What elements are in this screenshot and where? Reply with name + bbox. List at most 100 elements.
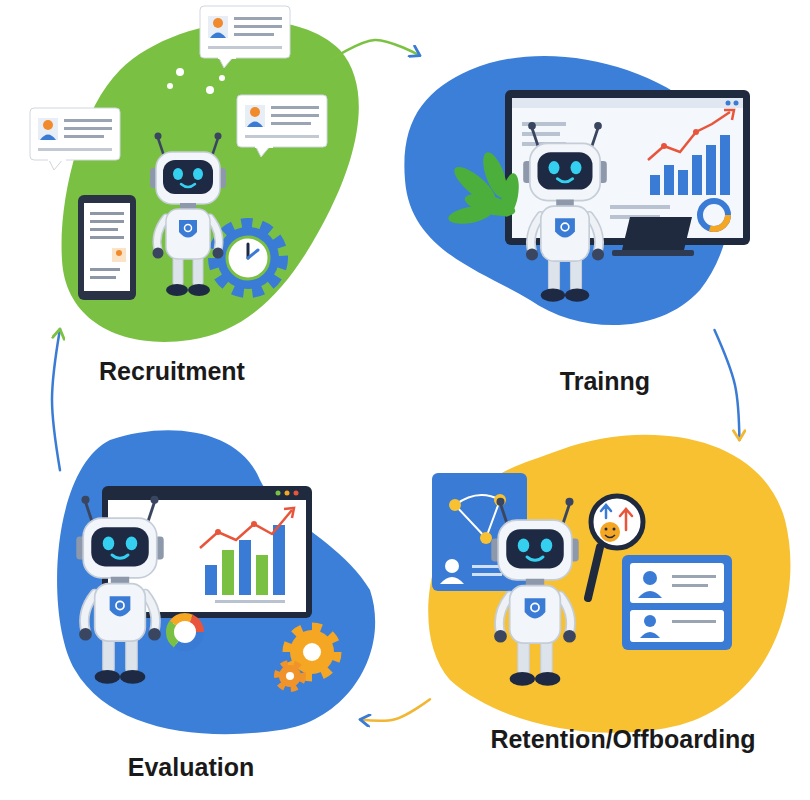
training-scene xyxy=(678,170,688,195)
evaluation-scene xyxy=(251,521,257,527)
recruitment-scene xyxy=(167,83,173,89)
training-scene xyxy=(498,172,521,218)
evaluation-scene xyxy=(170,617,200,647)
recruitment-scene xyxy=(30,108,120,170)
retention-scene xyxy=(600,522,620,542)
evaluation-scene xyxy=(256,555,268,595)
training-scene xyxy=(700,201,728,229)
recruitment-scene xyxy=(206,86,214,94)
recruitment-scene xyxy=(90,220,124,223)
evaluation-scene xyxy=(57,430,375,734)
training-scene xyxy=(522,132,560,136)
retention-scene xyxy=(605,528,608,531)
evaluation-scene xyxy=(170,617,200,647)
training-scene xyxy=(650,175,660,195)
recruitment-scene xyxy=(30,6,359,342)
evaluation-scene xyxy=(276,491,281,496)
evaluation-scene xyxy=(170,617,200,647)
training-scene xyxy=(447,149,522,226)
cycle-arrow xyxy=(330,40,420,60)
evaluation-scene xyxy=(286,672,294,680)
evaluation-scene xyxy=(215,529,221,535)
retention-scene xyxy=(445,559,459,573)
retention-scene xyxy=(601,505,611,518)
training-scene xyxy=(612,250,694,256)
retention-scene xyxy=(472,573,502,576)
training-scene xyxy=(720,135,730,195)
evaluation-scene xyxy=(279,665,301,687)
retention-scene xyxy=(672,575,716,578)
evaluation-scene xyxy=(277,663,303,689)
retention-scene xyxy=(428,435,790,733)
training-scene xyxy=(706,145,716,195)
retention-scene xyxy=(455,495,500,538)
retention-scene xyxy=(480,532,492,544)
recruitment-scene xyxy=(176,68,184,76)
retention-scene xyxy=(622,555,732,650)
evaluation-scene xyxy=(170,617,200,647)
stage-label: Recruitment xyxy=(99,356,245,386)
evaluation-scene xyxy=(215,600,285,603)
retention-scene xyxy=(643,571,657,585)
recruitment-scene xyxy=(237,95,327,157)
training-scene xyxy=(512,98,743,108)
retention-scene xyxy=(672,584,708,587)
evaluation-scene xyxy=(170,617,200,647)
cycle-arrow xyxy=(715,330,740,440)
recruitment-scene xyxy=(214,224,282,292)
training-scene xyxy=(523,122,607,302)
training-scene xyxy=(447,203,493,226)
training-scene xyxy=(622,217,692,250)
recruitment-scene xyxy=(248,250,258,258)
recruitment-scene xyxy=(62,21,359,342)
training-scene xyxy=(404,56,750,325)
retention-scene xyxy=(428,435,790,733)
training-scene xyxy=(661,143,667,149)
recruitment-scene xyxy=(150,133,226,297)
evaluation-scene xyxy=(273,525,285,595)
retention-scene xyxy=(449,499,461,511)
training-scene xyxy=(648,112,730,160)
recruitment-scene xyxy=(219,75,225,81)
stage-label: Trainng xyxy=(560,366,650,396)
recruitment-scene xyxy=(90,228,118,231)
cycle-arrow xyxy=(360,699,430,720)
retention-scene xyxy=(620,509,632,530)
stage-node: Recruitment xyxy=(60,25,330,345)
training-scene xyxy=(664,165,674,195)
recruitment-scene xyxy=(217,227,279,289)
evaluation-scene xyxy=(285,491,290,496)
evaluation-scene xyxy=(76,496,163,684)
training-scene xyxy=(692,155,702,195)
evaluation-scene xyxy=(205,565,217,595)
training-scene xyxy=(724,110,734,120)
recruitment-scene xyxy=(90,276,116,279)
stage-node: Evaluation xyxy=(60,445,360,725)
retention-scene xyxy=(672,620,716,623)
stage-label: Retention/Offboarding xyxy=(490,724,755,754)
retention-scene xyxy=(588,547,600,598)
training-scene xyxy=(610,205,670,209)
recruitment-scene xyxy=(112,248,126,262)
recruitment-scene xyxy=(116,250,122,256)
retention-scene xyxy=(644,615,656,627)
retention-scene xyxy=(630,563,724,603)
recruitment-scene xyxy=(200,6,290,68)
retention-scene xyxy=(591,496,643,548)
recruitment-scene xyxy=(90,236,124,239)
retention-scene xyxy=(638,591,662,598)
evaluation-scene xyxy=(222,550,234,595)
evaluation-scene xyxy=(200,510,292,548)
recruitment-scene xyxy=(90,212,124,215)
evaluation-scene xyxy=(284,508,294,518)
training-scene xyxy=(693,129,699,135)
evaluation-scene xyxy=(294,491,299,496)
evaluation-scene xyxy=(303,643,321,661)
recruitment-scene xyxy=(227,237,269,279)
retention-scene xyxy=(613,528,616,531)
retention-scene xyxy=(605,535,615,538)
retention-scene xyxy=(640,632,660,638)
